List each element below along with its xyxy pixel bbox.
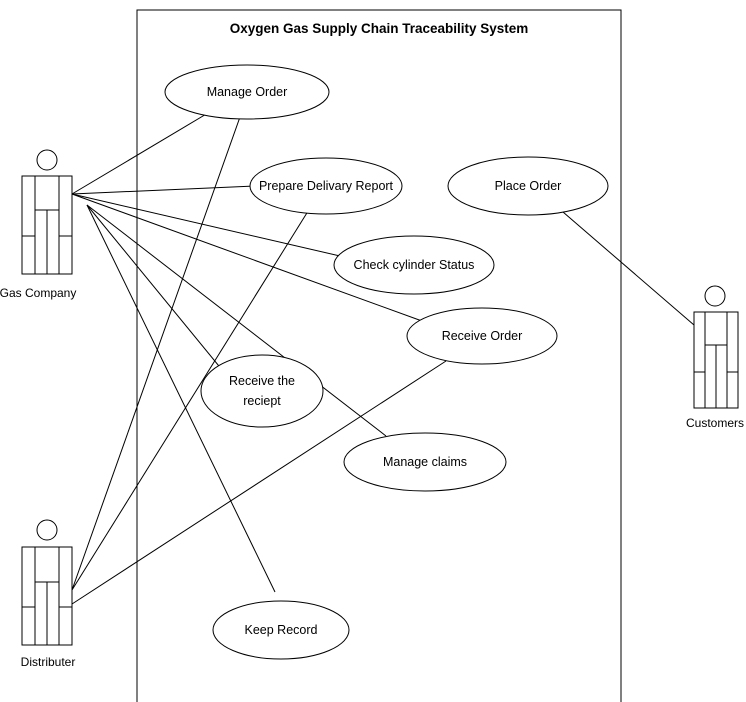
associations: [71, 112, 695, 605]
assoc-gas-company-manage-order: [71, 112, 209, 195]
actor-head-icon: [704, 285, 726, 307]
actor-gas-company-label: Gas Company: [0, 286, 76, 300]
use-case-label: Prepare Delivary Report: [259, 179, 394, 193]
assoc-gas-company-receive-the-reciept: [86, 204, 233, 383]
assoc-distributer-manage-order: [71, 116, 241, 591]
use-case-label: Place Order: [495, 179, 562, 193]
use-case-receive-the-reciept[interactable]: Receive the reciept: [200, 354, 324, 428]
actor-customers-label: Customers: [686, 416, 744, 430]
assoc-gas-company-receive-order: [71, 193, 423, 322]
use-case-manage-claims[interactable]: Manage claims: [343, 432, 507, 492]
use-case-keep-record[interactable]: Keep Record: [212, 600, 350, 660]
use-case-check-cylinder-status[interactable]: Check cylinder Status: [333, 235, 495, 295]
assoc-gas-company-check-cylinder-status: [71, 193, 341, 257]
use-case-place-order[interactable]: Place Order: [447, 156, 609, 216]
assoc-gas-company-manage-claims: [86, 204, 387, 437]
actor-customers[interactable]: [693, 285, 739, 409]
actor-head-icon: [36, 519, 58, 541]
actor-distributer-label: Distributer: [21, 655, 76, 669]
assoc-distributer-receive-order: [71, 360, 447, 605]
actor-gas-company[interactable]: [21, 149, 73, 275]
use-case-label: Check cylinder Status: [354, 258, 475, 272]
use-case-label: Receive Order: [442, 329, 523, 343]
actor-distributer[interactable]: [21, 519, 73, 646]
use-case-label: Keep Record: [245, 623, 318, 637]
assoc-customers-place-order: [562, 211, 695, 326]
use-case-label-line2: reciept: [243, 394, 281, 408]
use-case-receive-order[interactable]: Receive Order: [406, 307, 558, 365]
use-case-label: Manage claims: [383, 455, 467, 469]
use-case-label: Manage Order: [207, 85, 288, 99]
actor-head-icon: [36, 149, 58, 171]
use-case-manage-order[interactable]: Manage Order: [164, 64, 330, 120]
use-case-label-line1: Receive the: [229, 374, 295, 388]
system-boundary: [136, 9, 622, 702]
assoc-gas-company-keep-record: [86, 204, 276, 593]
assoc-gas-company-prepare-delivary-report: [71, 185, 256, 195]
system-title: Oxygen Gas Supply Chain Traceability Sys…: [230, 21, 529, 36]
assoc-distributer-prepare-delivary-report: [71, 207, 311, 591]
use-case-prepare-delivary-report[interactable]: Prepare Delivary Report: [249, 157, 403, 215]
